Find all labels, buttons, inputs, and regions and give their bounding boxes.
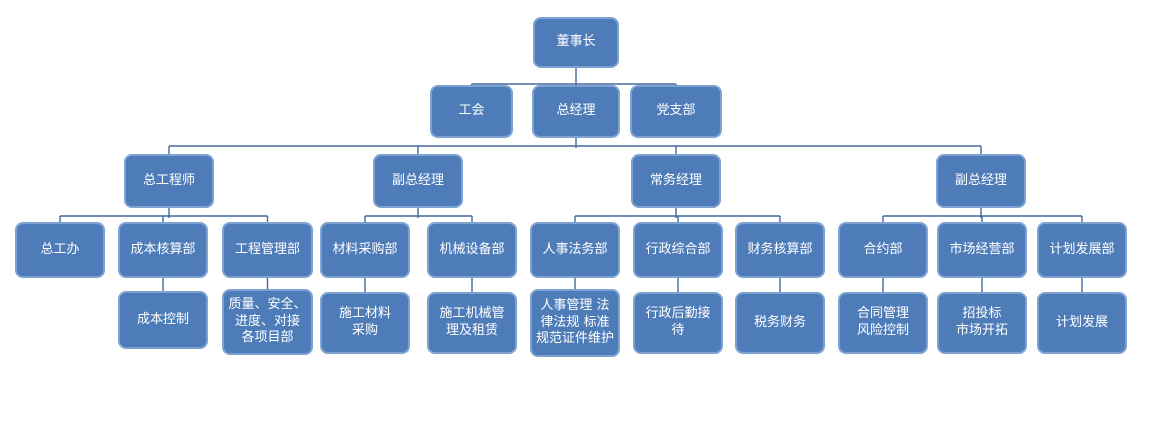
org-node-machinery-leasing: 施工机械管 理及租赁	[427, 292, 517, 354]
org-node-cost-accounting: 成本核算部	[118, 222, 208, 278]
org-node-chairman: 董事长	[533, 17, 619, 68]
org-node-cost-control: 成本控制	[118, 291, 208, 349]
org-node-planning-development-dept: 计划发展部	[1037, 222, 1127, 278]
org-node-executive-manager: 常务经理	[631, 154, 721, 208]
org-node-machinery-equipment: 机械设备部	[427, 222, 517, 278]
org-node-market-operations: 市场经营部	[937, 222, 1027, 278]
org-node-material-procurement: 材料采购部	[320, 222, 410, 278]
org-node-party: 党支部	[630, 85, 722, 138]
org-node-tax-finance: 税务财务	[735, 292, 825, 354]
org-node-hr-legal: 人事法务部	[530, 222, 620, 278]
org-node-chief-engineer: 总工程师	[124, 154, 214, 208]
org-node-contracts: 合约部	[838, 222, 928, 278]
org-node-deputy-gm-2: 副总经理	[936, 154, 1026, 208]
org-node-chief-office: 总工办	[15, 222, 105, 278]
org-node-bidding-market: 招投标 市场开拓	[937, 292, 1027, 354]
org-node-finance-accounting: 财务核算部	[735, 222, 825, 278]
org-node-contract-risk: 合同管理 风险控制	[838, 292, 928, 354]
org-node-hr-regulations: 人事管理 法 律法规 标准 规范证件维护	[530, 289, 620, 357]
org-node-deputy-gm-1: 副总经理	[373, 154, 463, 208]
org-node-gm: 总经理	[532, 85, 620, 138]
org-node-quality-safety: 质量、安全、 进度、对接 各项目部	[222, 289, 313, 355]
org-node-construction-material: 施工材料 采购	[320, 292, 410, 354]
org-node-engineering-mgmt: 工程管理部	[222, 222, 313, 278]
org-node-admin-logistics: 行政后勤接 待	[633, 292, 723, 354]
org-node-admin-comprehensive: 行政综合部	[633, 222, 723, 278]
org-node-planning-development: 计划发展	[1037, 292, 1127, 354]
org-node-union: 工会	[430, 85, 513, 138]
